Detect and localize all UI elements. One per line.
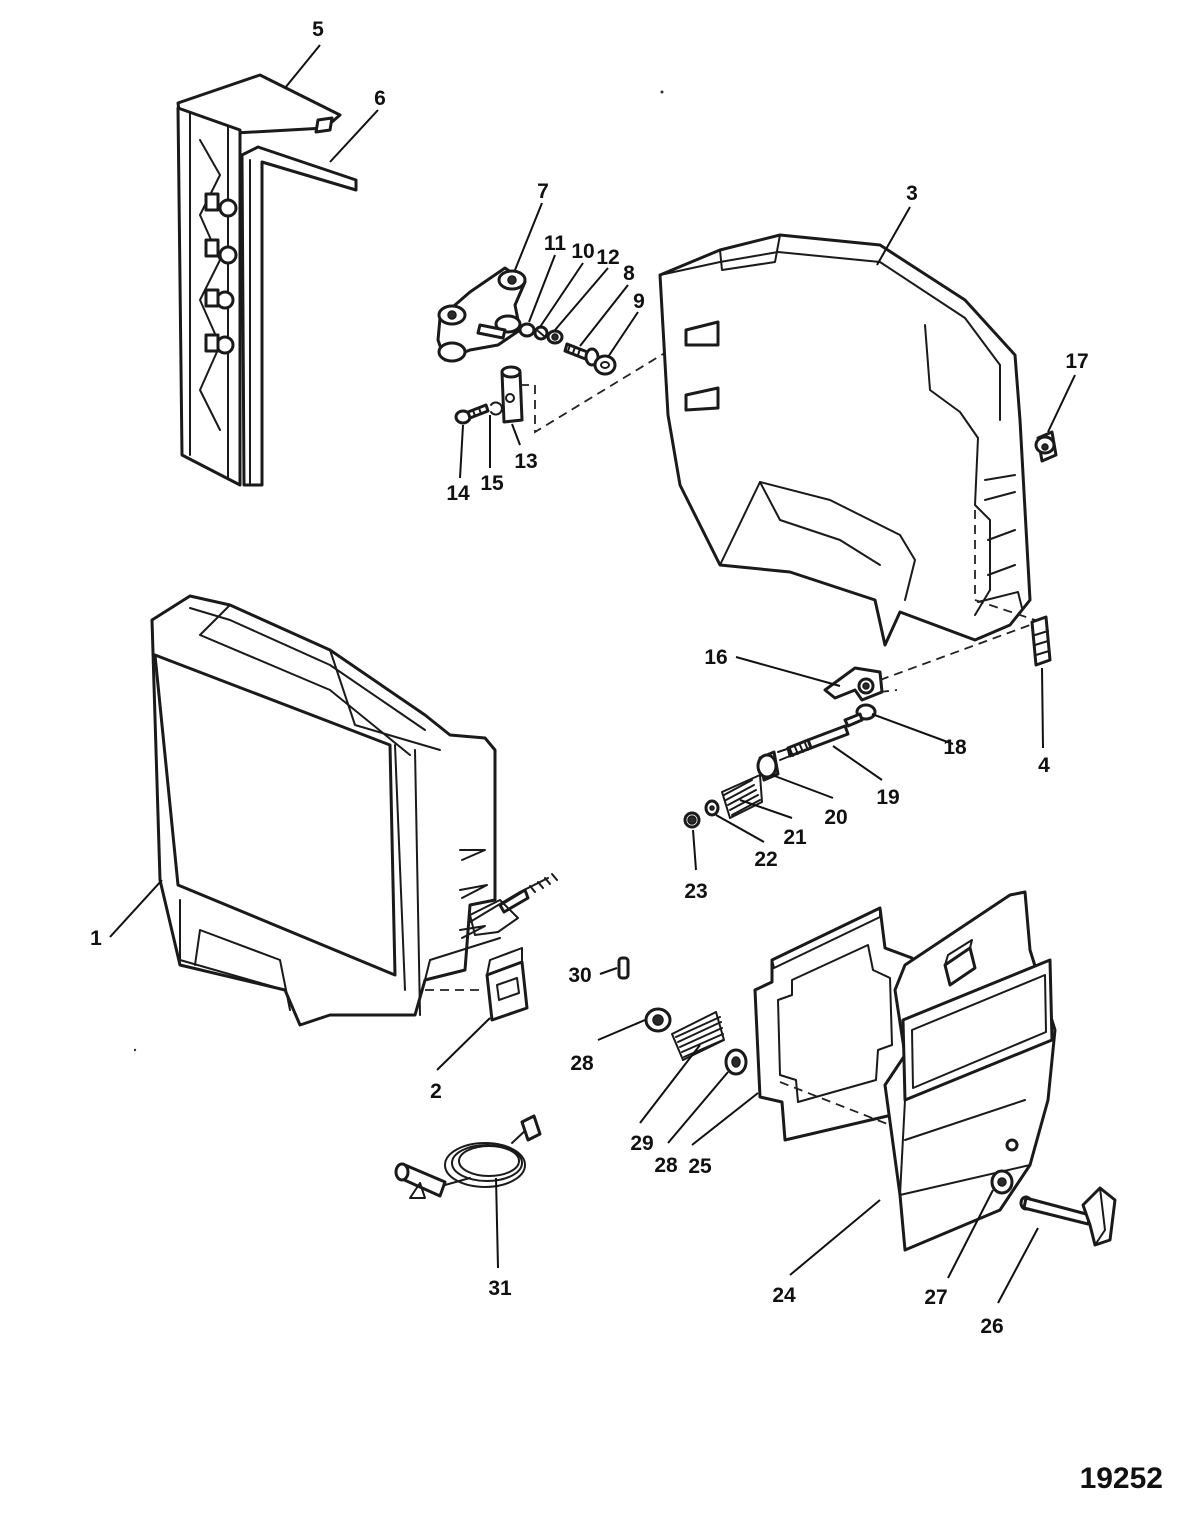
part-19-threaded-rod bbox=[777, 724, 850, 761]
callout-16: 16 bbox=[704, 646, 727, 669]
part-16-latch-hook bbox=[823, 666, 884, 702]
callout-12: 12 bbox=[596, 246, 619, 269]
callout-28b: 28 bbox=[654, 1154, 678, 1177]
part-17-nut-insert bbox=[1034, 430, 1058, 463]
part-30-pin bbox=[617, 956, 630, 980]
part-1-front-cowl bbox=[150, 594, 501, 1027]
callout-29: 29 bbox=[630, 1132, 653, 1155]
part-10-lock-washer bbox=[533, 325, 549, 341]
front-cowl-cable-assembly bbox=[469, 873, 558, 936]
assembly-line-13-to-3 bbox=[520, 339, 687, 434]
leader-lines bbox=[109, 44, 1076, 1304]
part-13-pin-sleeve bbox=[500, 365, 524, 424]
part-4-latch-strip bbox=[1030, 615, 1052, 667]
callout-30: 30 bbox=[568, 964, 591, 987]
callout-21: 21 bbox=[783, 826, 807, 849]
side-rail bbox=[176, 106, 242, 487]
callout-6: 6 bbox=[374, 87, 386, 110]
part-6-l-rod bbox=[240, 145, 358, 487]
callout-25: 25 bbox=[688, 1155, 712, 1178]
part-2-rubber-block bbox=[485, 947, 529, 1022]
callout-23: 23 bbox=[684, 880, 707, 903]
part-20-barrel-nut bbox=[756, 750, 780, 782]
callout-14: 14 bbox=[446, 482, 470, 505]
part-8-screw bbox=[563, 342, 600, 367]
part-11-washer bbox=[518, 322, 536, 338]
callout-3: 3 bbox=[906, 182, 918, 205]
part-24-access-cover bbox=[883, 890, 1057, 1252]
callout-17: 17 bbox=[1065, 350, 1088, 373]
speck bbox=[660, 90, 664, 94]
callout-7: 7 bbox=[537, 180, 549, 203]
assembly-line-16 bbox=[879, 624, 1031, 693]
callout-10: 10 bbox=[571, 240, 594, 263]
part-18-screw bbox=[843, 703, 877, 728]
callout-27: 27 bbox=[924, 1286, 947, 1309]
part-29-spring bbox=[671, 1011, 725, 1061]
callout-26: 26 bbox=[980, 1315, 1003, 1338]
part-31-coiled-cable bbox=[394, 1114, 542, 1199]
figure-number: 19252 bbox=[1080, 1462, 1163, 1495]
part-27-washer bbox=[990, 1169, 1014, 1195]
part-26-latch-lever bbox=[1019, 1186, 1117, 1247]
callout-5: 5 bbox=[312, 18, 324, 41]
assembly-line-3-to-4 bbox=[974, 510, 1036, 621]
callout-labels: 5 6 7 11 10 12 8 9 13 15 14 3 17 4 16 18… bbox=[90, 18, 1089, 1338]
part-14-screw bbox=[454, 403, 490, 425]
callout-22: 22 bbox=[754, 848, 777, 871]
part-7-hinge-bracket bbox=[436, 266, 527, 363]
callout-31: 31 bbox=[488, 1277, 512, 1300]
part-23-nut bbox=[683, 811, 701, 829]
part-3-rear-cowl bbox=[658, 233, 1032, 647]
part-22-washer bbox=[704, 799, 720, 817]
part-9-washer bbox=[593, 354, 617, 376]
callout-13: 13 bbox=[514, 450, 537, 473]
callout-28a: 28 bbox=[570, 1052, 594, 1075]
part-28b-washer bbox=[724, 1048, 748, 1076]
callout-2: 2 bbox=[430, 1080, 442, 1103]
part-28a-washer bbox=[644, 1007, 672, 1033]
callout-15: 15 bbox=[480, 472, 504, 495]
callout-4: 4 bbox=[1038, 754, 1050, 777]
callout-11: 11 bbox=[544, 232, 567, 255]
callout-20: 20 bbox=[824, 806, 847, 829]
callout-8: 8 bbox=[623, 262, 635, 285]
callout-19: 19 bbox=[876, 786, 899, 809]
part-15-clip bbox=[490, 401, 503, 416]
callout-18: 18 bbox=[943, 736, 967, 759]
part-12-nut bbox=[546, 329, 564, 345]
callout-1: 1 bbox=[90, 927, 102, 950]
callout-9: 9 bbox=[633, 290, 645, 313]
part-21-spring bbox=[721, 774, 763, 819]
speck bbox=[133, 1048, 137, 1052]
callout-24: 24 bbox=[772, 1284, 796, 1307]
